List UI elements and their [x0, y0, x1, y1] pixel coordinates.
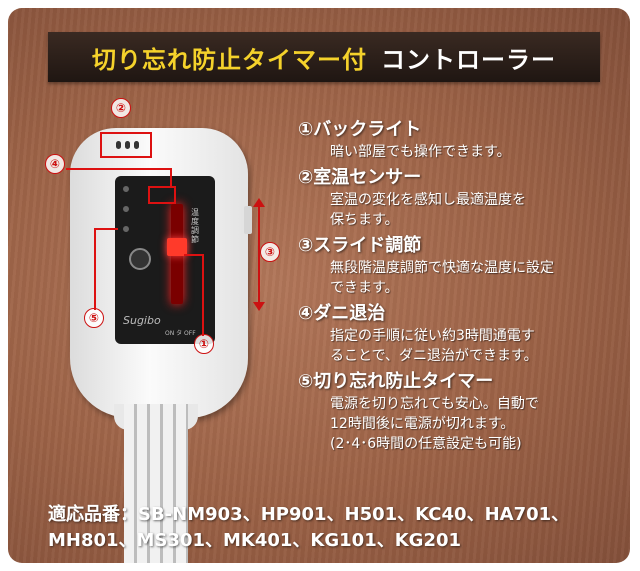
feature-description: 暗い部屋でも操作できます。 [330, 144, 511, 160]
feature-list: ①バックライト 暗い部屋でも操作できます。 ②室温センサー 室温の変化を感知し最… [298, 118, 598, 458]
slide-arrow-line [258, 204, 260, 306]
feature-item: ④ダニ退治 指定の手順に従い約3時間通電す ることで、ダニ退治ができます。 [298, 302, 598, 366]
feature-description: 室温の変化を感知し最適温度を 保ちます。 [330, 192, 526, 228]
compatible-models: 適応品番：SB-NM903、HP901、H501、KC40、HA701、MH80… [48, 504, 570, 551]
temperature-slider[interactable] [167, 238, 187, 256]
indicator-led [123, 206, 129, 212]
callout-1-line [184, 254, 204, 336]
title-main: コントローラー [381, 45, 556, 74]
callout-1: ① [194, 334, 214, 354]
feature-title: ②室温センサー [298, 167, 422, 188]
timer-button[interactable] [129, 248, 151, 270]
callout-3: ③ [260, 242, 280, 262]
temperature-label: 温度調節 [191, 208, 199, 244]
feature-description: 無段階温度調節で快適な温度に設定 できます。 [330, 260, 554, 296]
feature-description: 電源を切り忘れても安心。自動で 12時間後に電源が切れます。 (2･4･6時間の… [330, 396, 539, 452]
feature-description: 指定の手順に従い約3時間通電す ることで、ダニ退治ができます。 [330, 328, 538, 364]
callout-5: ⑤ [84, 308, 104, 328]
feature-item: ②室温センサー 室温の変化を感知し最適温度を 保ちます。 [298, 166, 598, 230]
feature-item: ③スライド調節 無段階温度調節で快適な温度に設定 できます。 [298, 234, 598, 298]
side-switch[interactable] [244, 206, 252, 234]
callout-2: ② [111, 98, 131, 118]
indicator-led [123, 186, 129, 192]
title-banner: 切り忘れ防止タイマー付 コントローラー [48, 32, 600, 82]
feature-title: ①バックライト [298, 119, 422, 140]
feature-item: ①バックライト 暗い部屋でも操作できます。 [298, 118, 598, 162]
callout-4-box [148, 186, 176, 204]
background-panel: 切り忘れ防止タイマー付 コントローラー 温度調節 Sugibo ON タ OFF… [8, 8, 630, 563]
power-cable [124, 404, 188, 563]
callout-5-line [94, 228, 118, 310]
title-highlight: 切り忘れ防止タイマー付 [92, 45, 367, 74]
callout-2-box [100, 132, 152, 158]
feature-title: ④ダニ退治 [298, 303, 386, 324]
feature-title: ③スライド調節 [298, 235, 422, 256]
feature-title: ⑤切り忘れ防止タイマー [298, 371, 494, 392]
switch-label: ON タ OFF [165, 330, 196, 337]
room-sensor-vents [116, 141, 139, 149]
callout-4-line [66, 168, 172, 186]
arrow-up-icon [253, 198, 265, 207]
indicator-led [123, 226, 129, 232]
controller-device: 温度調節 Sugibo ON タ OFF [70, 128, 248, 418]
control-panel: 温度調節 Sugibo ON タ OFF [115, 176, 215, 344]
feature-item: ⑤切り忘れ防止タイマー 電源を切り忘れても安心。自動で 12時間後に電源が切れま… [298, 370, 598, 454]
brand-logo: Sugibo [123, 314, 161, 327]
callout-4: ④ [45, 154, 65, 174]
arrow-down-icon [253, 302, 265, 311]
